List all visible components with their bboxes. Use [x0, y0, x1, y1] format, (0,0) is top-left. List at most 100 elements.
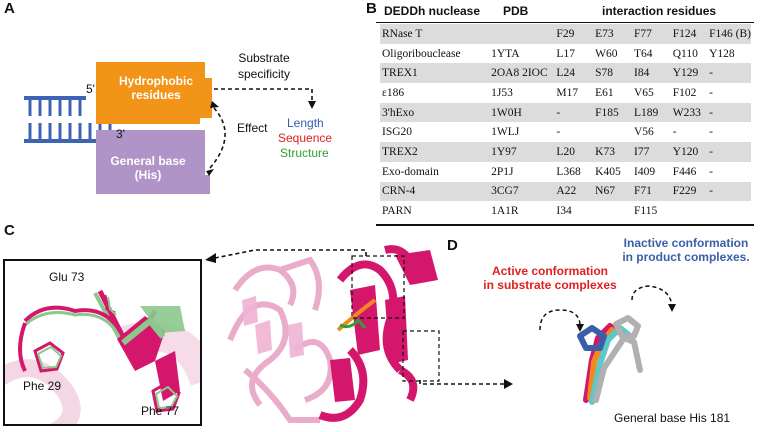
- table-cell: Y120: [670, 142, 708, 162]
- glu73-label: Glu 73: [49, 270, 85, 284]
- table-cell: V56: [634, 126, 654, 139]
- hydrophobic-label: Hydrophobic residues: [104, 74, 208, 102]
- length-label: Length: [287, 116, 324, 130]
- table-cell: V65: [634, 86, 654, 99]
- table-cell: F124: [670, 24, 708, 44]
- table-cell: L17: [556, 47, 575, 60]
- table-cell: W233: [670, 102, 708, 123]
- panel-label-d: D: [447, 237, 458, 254]
- table-cell: PARN: [382, 205, 412, 218]
- table-cell: Y128: [709, 47, 735, 60]
- table-cell: -: [709, 86, 713, 99]
- table-cell: 2OA8 2IOC: [489, 63, 555, 84]
- table-cell: Y129: [670, 63, 708, 84]
- table-cell: K73: [593, 142, 632, 162]
- table-cell: A22: [554, 181, 594, 202]
- table-cell: 2P1J: [491, 165, 514, 178]
- table-cell: F229: [670, 181, 708, 202]
- table-cell: -: [707, 181, 751, 202]
- strand-3-label: 3': [116, 127, 125, 141]
- table-bottom-rule: [376, 224, 754, 226]
- table-cell: L24: [554, 63, 594, 84]
- table-cell: CRN-4: [380, 181, 490, 202]
- table-cell: -: [707, 102, 751, 123]
- table-cell: 1WLJ: [491, 126, 520, 139]
- table-cell: 3'hExo: [380, 102, 490, 123]
- table-cell: [671, 201, 707, 221]
- hydrophobic-block: [96, 62, 212, 124]
- his181-graphic: [539, 285, 676, 405]
- table-cell: T64: [634, 47, 653, 60]
- table-cell: L20: [554, 142, 594, 162]
- strand-5-label: 5': [86, 82, 95, 96]
- inactive-line2: in product complexes.: [622, 250, 750, 264]
- table-cell: [593, 201, 632, 221]
- zoom-inset-graphic: [5, 289, 200, 424]
- table-cell: -: [672, 126, 677, 139]
- structure-label: Structure: [280, 146, 329, 160]
- table-cell: TREX2: [380, 142, 490, 162]
- table-cell: 1A1R: [491, 205, 519, 218]
- zoom-box: [351, 255, 405, 319]
- general-base-line1: General base: [110, 154, 186, 168]
- table-cell: -: [707, 63, 751, 84]
- table-cell: -: [556, 126, 561, 139]
- panel-label-c: C: [4, 222, 15, 239]
- table-cell: 3CG7: [489, 181, 555, 202]
- table-cell: 1W0H: [489, 102, 555, 123]
- table-cell: E61: [595, 86, 614, 99]
- table-cell: F77: [632, 24, 671, 44]
- table-cell: -: [554, 102, 594, 123]
- table-cell: [707, 201, 751, 221]
- inactive-line1: Inactive conformation: [623, 236, 749, 250]
- table-cell: F102: [672, 86, 697, 99]
- hydrophobic-line1: Hydrophobic: [119, 74, 193, 88]
- table-cell: 1YTA: [491, 47, 520, 60]
- table-cell: F446: [672, 165, 697, 178]
- table-cell: RNase T: [380, 24, 490, 44]
- table-cell: K405: [595, 165, 621, 178]
- substrate-strand: [336, 298, 377, 332]
- table-cell: [489, 24, 555, 44]
- table-cell: F29: [554, 24, 594, 44]
- table-cell: Exo-domain: [382, 165, 439, 178]
- header-nuclease: DEDDh nuclease: [384, 4, 481, 18]
- active-conformation-label: Active conformation in substrate complex…: [471, 264, 629, 292]
- table-cell: I84: [632, 63, 671, 84]
- table-top-rule: [376, 22, 754, 23]
- header-pdb: PDB: [503, 4, 529, 18]
- table-cell: -: [707, 142, 751, 162]
- table-cell: -: [709, 126, 713, 139]
- inactive-conformation-label: Inactive conformation in product complex…: [612, 236, 760, 264]
- table-cell: L189: [632, 102, 671, 123]
- table-cell: -: [709, 165, 713, 178]
- general-base-label: General base (His): [96, 154, 200, 182]
- protein-structure-image: [227, 245, 440, 423]
- his-box: [402, 330, 440, 382]
- table-cell: W60: [595, 47, 618, 60]
- substrate-specificity-label: Substrate specificity: [238, 50, 290, 82]
- panel-a-graphic: [24, 62, 316, 194]
- table-cell: L368: [556, 165, 581, 178]
- substrate-line1: Substrate: [238, 51, 290, 65]
- table-cell: F71: [632, 181, 671, 202]
- table-cell: E73: [593, 24, 632, 44]
- table-cell: 1Y97: [489, 142, 555, 162]
- sequence-label: Sequence: [278, 131, 333, 145]
- substrate-line2: specificity: [238, 67, 291, 81]
- table-cell: ε186: [382, 86, 405, 99]
- table-cell: S78: [593, 63, 632, 84]
- table-cell: I409: [634, 165, 656, 178]
- table-row: Exo-domain 2P1J L368 K405 I409 F446-: [380, 162, 751, 182]
- phe77-label: Phe 77: [141, 404, 180, 418]
- his181-caption: General base His 181: [614, 411, 731, 425]
